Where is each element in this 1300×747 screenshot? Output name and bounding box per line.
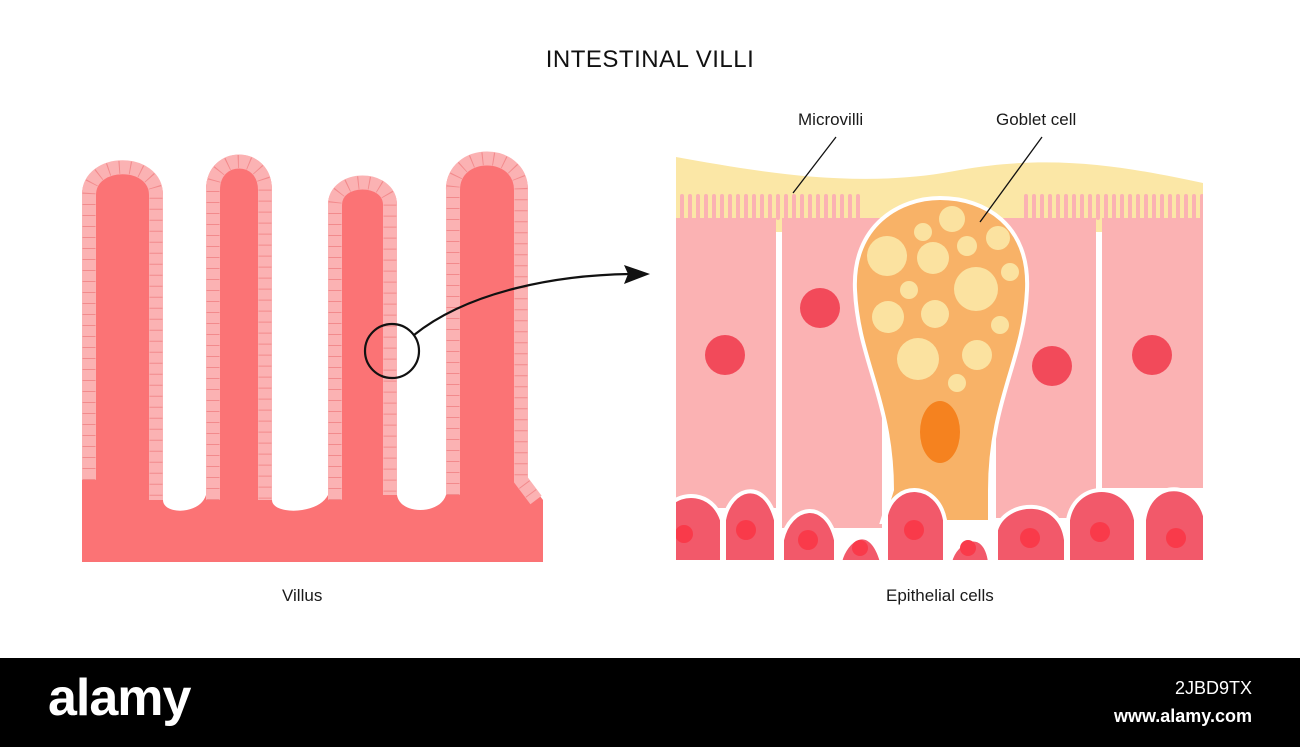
microvillus <box>1184 194 1188 220</box>
basal-cells <box>676 487 1203 562</box>
goblet-nucleus <box>920 401 960 463</box>
microvillus <box>840 194 844 220</box>
epithelial-cells-label: Epithelial cells <box>886 586 994 605</box>
nucleus <box>705 335 745 375</box>
microvillus <box>1056 194 1060 220</box>
microvillus <box>808 194 812 220</box>
microvillus <box>1088 194 1092 220</box>
microvillus <box>680 194 684 220</box>
microvillus <box>1176 194 1180 220</box>
microvillus <box>824 194 828 220</box>
villus-illustration <box>82 151 543 562</box>
microvillus <box>1096 194 1100 220</box>
microvillus <box>832 194 836 220</box>
microvillus <box>856 194 860 220</box>
mucus-layer <box>676 157 1203 232</box>
microvillus <box>760 194 764 220</box>
basal-nuclei <box>676 520 1186 556</box>
microvilli <box>680 194 1203 220</box>
microvilli-leader <box>792 136 837 194</box>
magnifier-circle <box>363 322 421 380</box>
nucleus <box>800 288 840 328</box>
microvillus <box>1104 194 1108 220</box>
diagram-title: INTESTINAL VILLI <box>545 46 755 73</box>
epithelium-detail <box>676 150 1203 562</box>
microvillus <box>1192 194 1196 220</box>
nucleus <box>1032 346 1072 386</box>
microvillus <box>1200 194 1203 220</box>
microvillus <box>1072 194 1076 220</box>
microvillus <box>1112 194 1116 220</box>
microvillus <box>1168 194 1172 220</box>
footer-bar: alamy 2JBD9TX www.alamy.com <box>0 658 1300 747</box>
microvillus <box>1160 194 1164 220</box>
microvillus <box>1128 194 1132 220</box>
goblet-cell-label: Goblet cell <box>996 110 1077 129</box>
epithelial-lining <box>82 151 542 505</box>
microvillus <box>1032 194 1036 220</box>
microvillus <box>696 194 700 220</box>
intestinal-villi-diagram <box>82 136 1203 562</box>
microvillus <box>1024 194 1028 220</box>
microvillus <box>688 194 692 220</box>
microvillus <box>792 194 796 220</box>
microvillus <box>848 194 852 220</box>
microvillus <box>1080 194 1084 220</box>
microvillus <box>736 194 740 220</box>
microvillus <box>800 194 804 220</box>
microvillus <box>776 194 780 220</box>
microvillus <box>752 194 756 220</box>
microvillus <box>1144 194 1148 220</box>
microvillus <box>1120 194 1124 220</box>
microvillus <box>744 194 748 220</box>
site-url: www.alamy.com <box>1113 706 1252 726</box>
goblet-granules <box>867 206 1019 392</box>
microvillus <box>816 194 820 220</box>
microvillus <box>720 194 724 220</box>
microvillus <box>712 194 716 220</box>
nucleus <box>1132 335 1172 375</box>
microvillus <box>728 194 732 220</box>
zoom-arrow <box>413 272 631 336</box>
microvillus <box>1064 194 1068 220</box>
microvillus <box>1136 194 1140 220</box>
microvillus <box>704 194 708 220</box>
image-code: 2JBD9TX <box>1174 678 1252 698</box>
microvillus <box>784 194 788 220</box>
microvillus <box>1048 194 1052 220</box>
microvillus <box>1040 194 1044 220</box>
goblet-leader <box>979 136 1043 223</box>
brand-logo: alamy <box>48 669 191 727</box>
zoom-arrowhead <box>624 265 650 284</box>
microvilli-label: Microvilli <box>798 110 864 129</box>
villus-label: Villus <box>282 586 323 605</box>
microvillus <box>768 194 772 220</box>
microvillus <box>1152 194 1156 220</box>
